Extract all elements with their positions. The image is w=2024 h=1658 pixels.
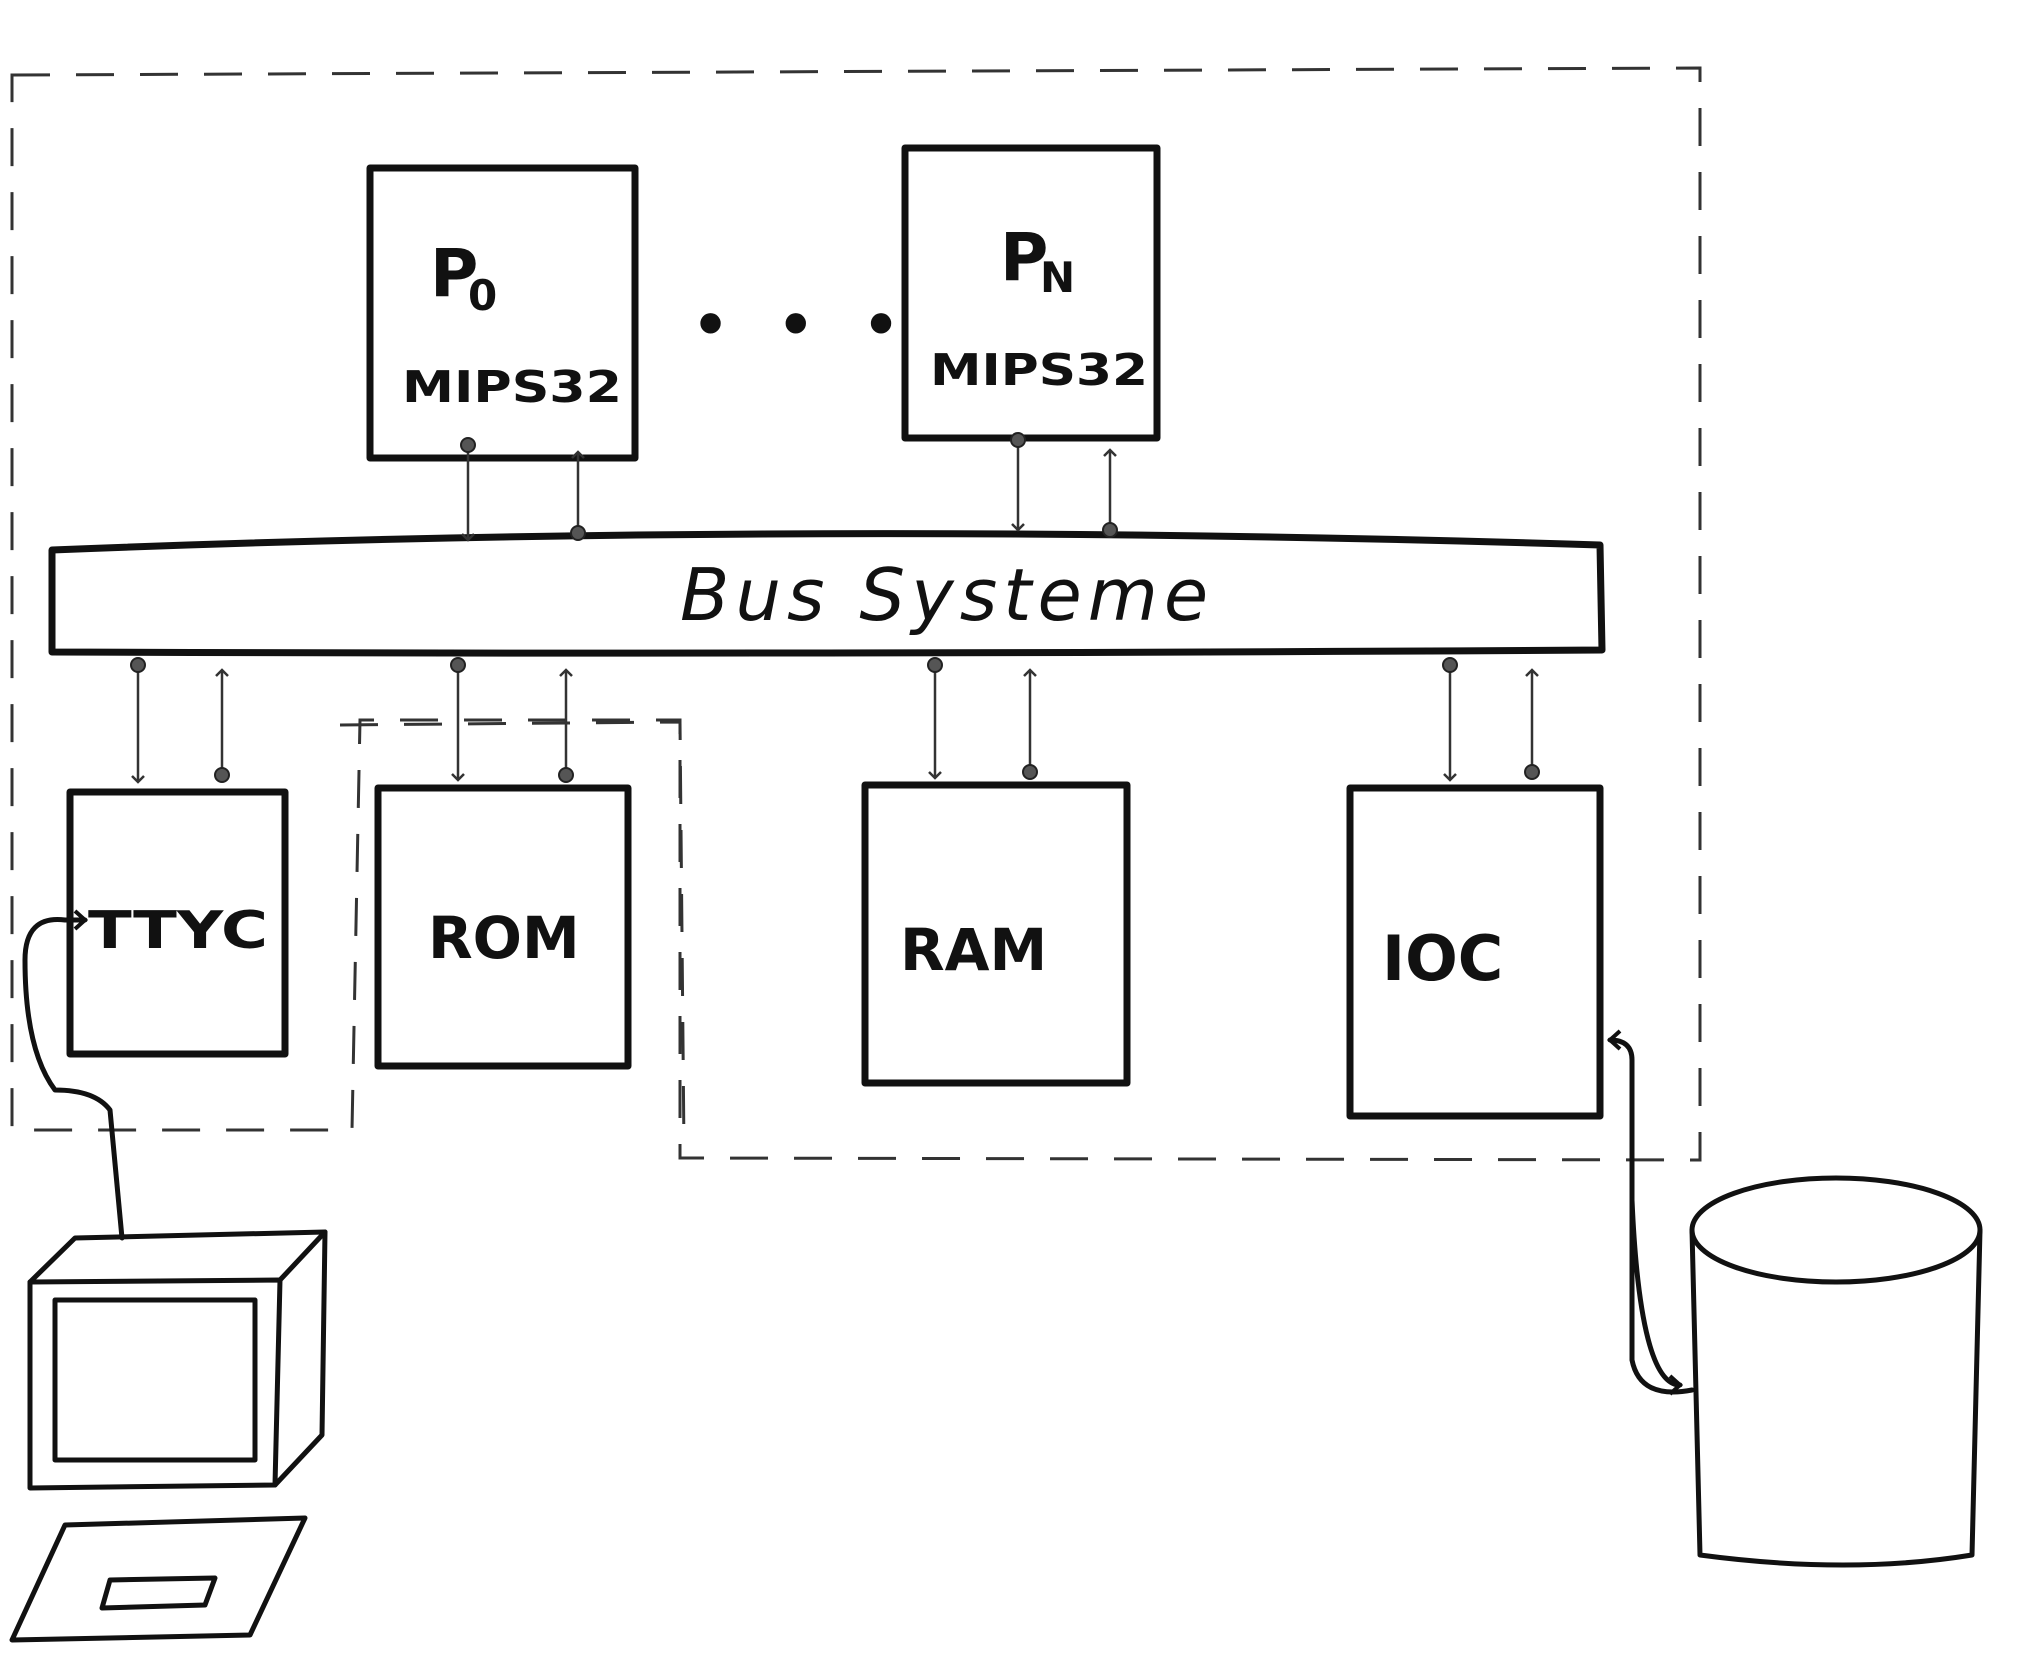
terminal-computer-icon: [9, 1229, 328, 1643]
rom-region-boundary: [339, 720, 686, 1151]
processor-p0-arch: MIPS32: [402, 362, 622, 413]
bus-system: Bus Systeme: [48, 530, 1606, 657]
processor-bus-links: [460, 432, 1118, 542]
processor-pn-name: P: [1000, 219, 1048, 296]
device-ram-label: RAM: [900, 916, 1047, 984]
device-ioc: IOC: [1346, 784, 1604, 1120]
processor-p0-name: P: [430, 235, 478, 312]
device-ttyc-label: TTYC: [88, 901, 268, 961]
device-rom-label: ROM: [428, 904, 580, 972]
processor-pn: P N MIPS32: [901, 144, 1161, 442]
processor-pn-arch: MIPS32: [930, 345, 1148, 396]
device-ioc-label: IOC: [1382, 922, 1503, 995]
device-rom: ROM: [374, 784, 632, 1070]
processor-p0: P 0 MIPS32: [366, 164, 639, 462]
bus-label: Bus Systeme: [680, 553, 1214, 637]
system-boundary: [10, 66, 1702, 1162]
external-links: [22, 909, 1695, 1396]
bus-device-links: [130, 657, 1540, 784]
processor-p0-subscript: 0: [468, 271, 497, 320]
processor-pn-subscript: N: [1040, 253, 1075, 302]
device-ram: RAM: [861, 781, 1131, 1087]
device-ttyc: TTYC: [66, 788, 289, 1058]
processor-ellipsis: • • •: [692, 291, 914, 359]
disk-storage-icon: [1689, 1175, 1983, 1568]
